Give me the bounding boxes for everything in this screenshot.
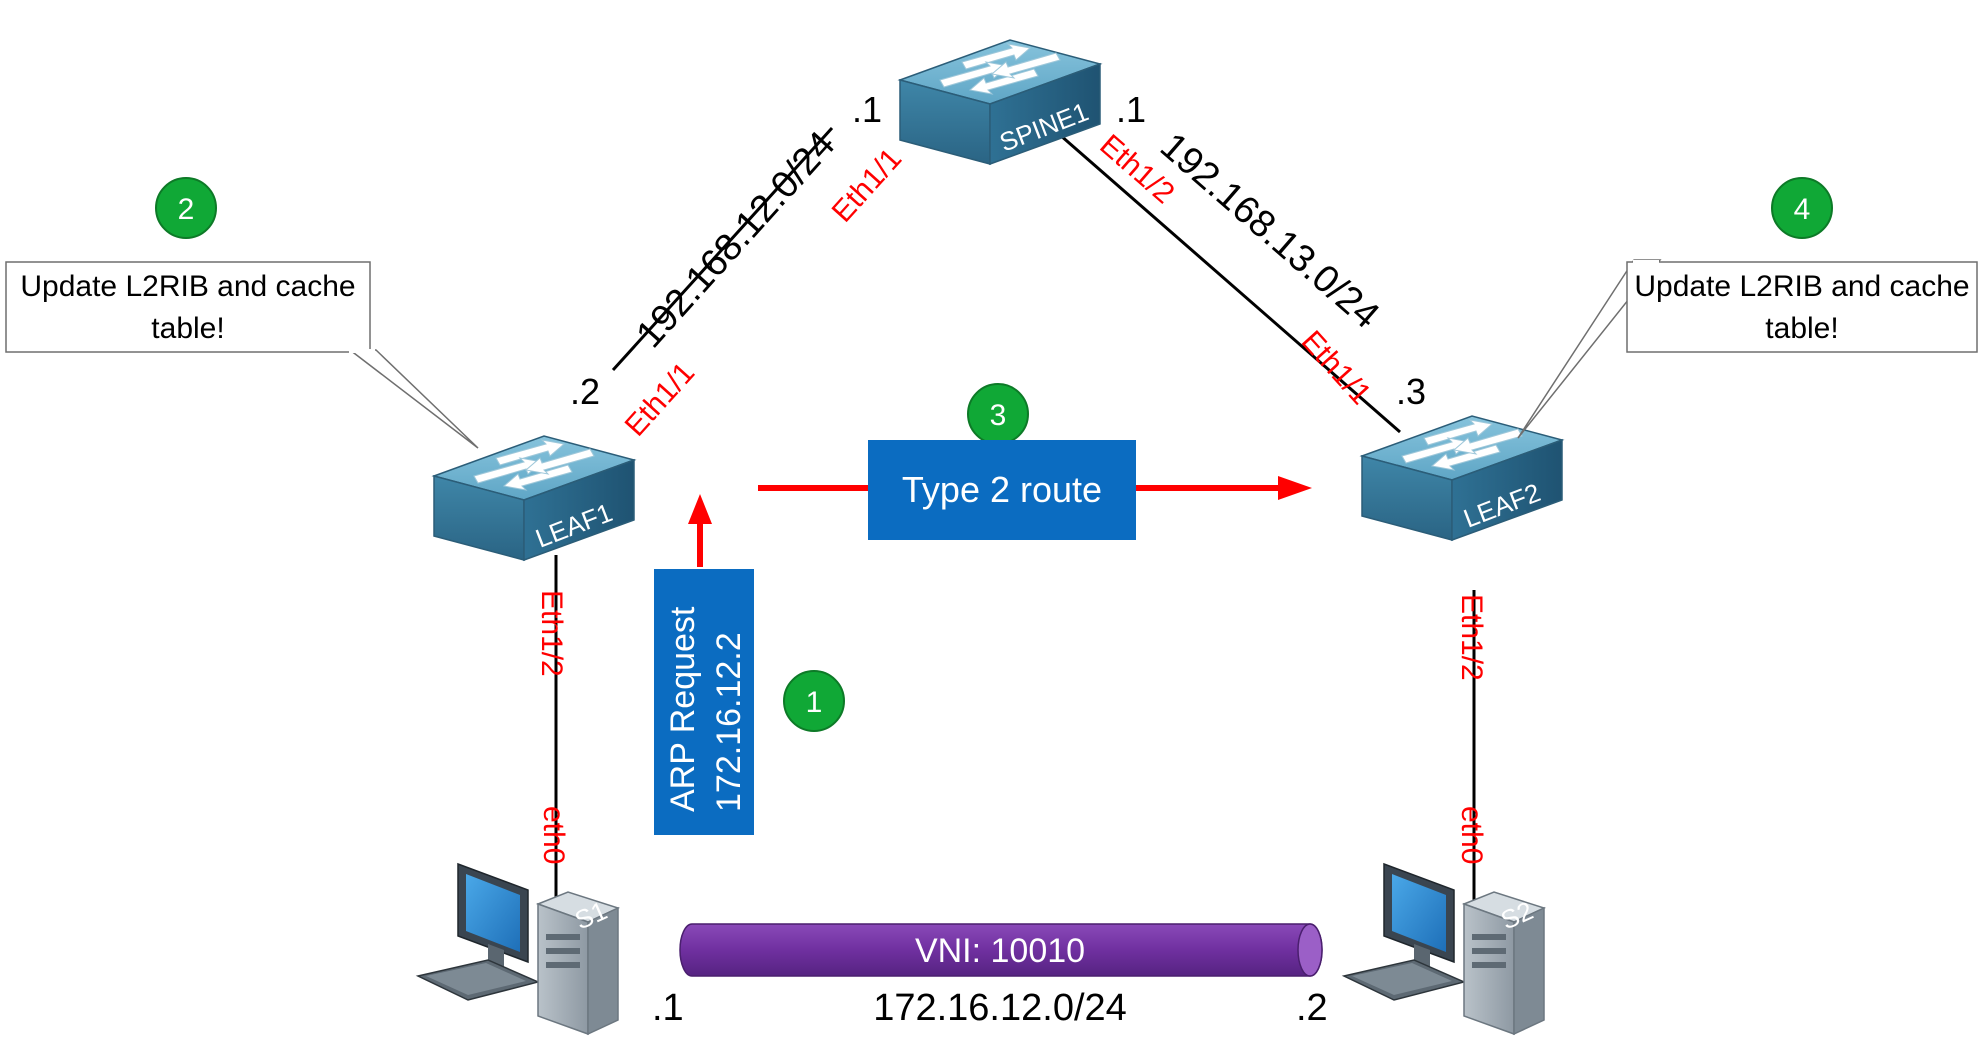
- spine-ip-leaf1-side: .1: [852, 89, 882, 130]
- leaf1-interface-eth1-1: Eth1/1: [619, 356, 702, 443]
- vni-label: VNI: 10010: [915, 932, 1085, 970]
- spine-ip-leaf2-side: .1: [1116, 89, 1146, 130]
- step-badge-1: 1: [783, 670, 845, 732]
- s1-computer-icon[interactable]: S1: [417, 863, 619, 1035]
- s2-ip: .2: [1296, 987, 1328, 1029]
- leaf2-interface-eth1-1: Eth1/1: [1295, 325, 1378, 412]
- callout-left: Update L2RIB and cache table!: [5, 261, 479, 449]
- link-spine-leaf1: [611, 126, 834, 372]
- type2-route-box: Type 2 route: [868, 440, 1136, 540]
- leaf1-ip: .2: [570, 371, 600, 412]
- s2-interface-eth0: eth0: [1455, 806, 1488, 864]
- step-badge-3: 3: [967, 383, 1029, 445]
- svg-text:4: 4: [1794, 193, 1811, 226]
- svg-text:2: 2: [178, 193, 195, 226]
- callout-right-line2: table!: [1765, 312, 1838, 345]
- leaf2-switch-icon[interactable]: LEAF2: [1361, 415, 1563, 541]
- leaf1-interface-eth1-2: Eth1/2: [535, 590, 568, 677]
- type2-route-arrow: [758, 476, 1312, 500]
- callout-left-line1: Update L2RIB and cache: [20, 270, 355, 303]
- type2-route-label: Type 2 route: [902, 469, 1102, 510]
- callout-left-line2: table!: [151, 312, 224, 345]
- s1-ip: .1: [652, 987, 684, 1029]
- link-spine-leaf2: [1051, 126, 1401, 434]
- callout-right-line1: Update L2RIB and cache: [1634, 270, 1969, 303]
- tunnel-subnet: 172.16.12.0/24: [873, 987, 1127, 1029]
- arp-request-line2: 172.16.12.2: [710, 632, 748, 812]
- svg-text:3: 3: [990, 399, 1007, 432]
- step-badge-4: 4: [1771, 177, 1833, 239]
- s1-interface-eth0: eth0: [537, 806, 570, 864]
- step-badge-2: 2: [155, 177, 217, 239]
- s2-computer-icon[interactable]: S2: [1343, 863, 1545, 1035]
- callout-right: Update L2RIB and cache table!: [1517, 259, 1978, 439]
- arp-request-arrow: [688, 494, 712, 567]
- arp-request-line1: ARP Request: [664, 606, 702, 812]
- leaf2-ip: .3: [1396, 371, 1426, 412]
- leaf1-switch-icon[interactable]: LEAF1: [433, 435, 635, 561]
- subnet-spine-leaf2: 192.168.13.0/24: [1152, 125, 1387, 337]
- arp-request-box: ARP Request 172.16.12.2: [654, 569, 754, 835]
- leaf2-interface-eth1-2: Eth1/2: [1455, 594, 1488, 681]
- subnet-spine-leaf1: 192.168.12.0/24: [628, 124, 843, 356]
- vni-tunnel: VNI: 10010: [679, 923, 1323, 977]
- svg-text:1: 1: [806, 686, 823, 719]
